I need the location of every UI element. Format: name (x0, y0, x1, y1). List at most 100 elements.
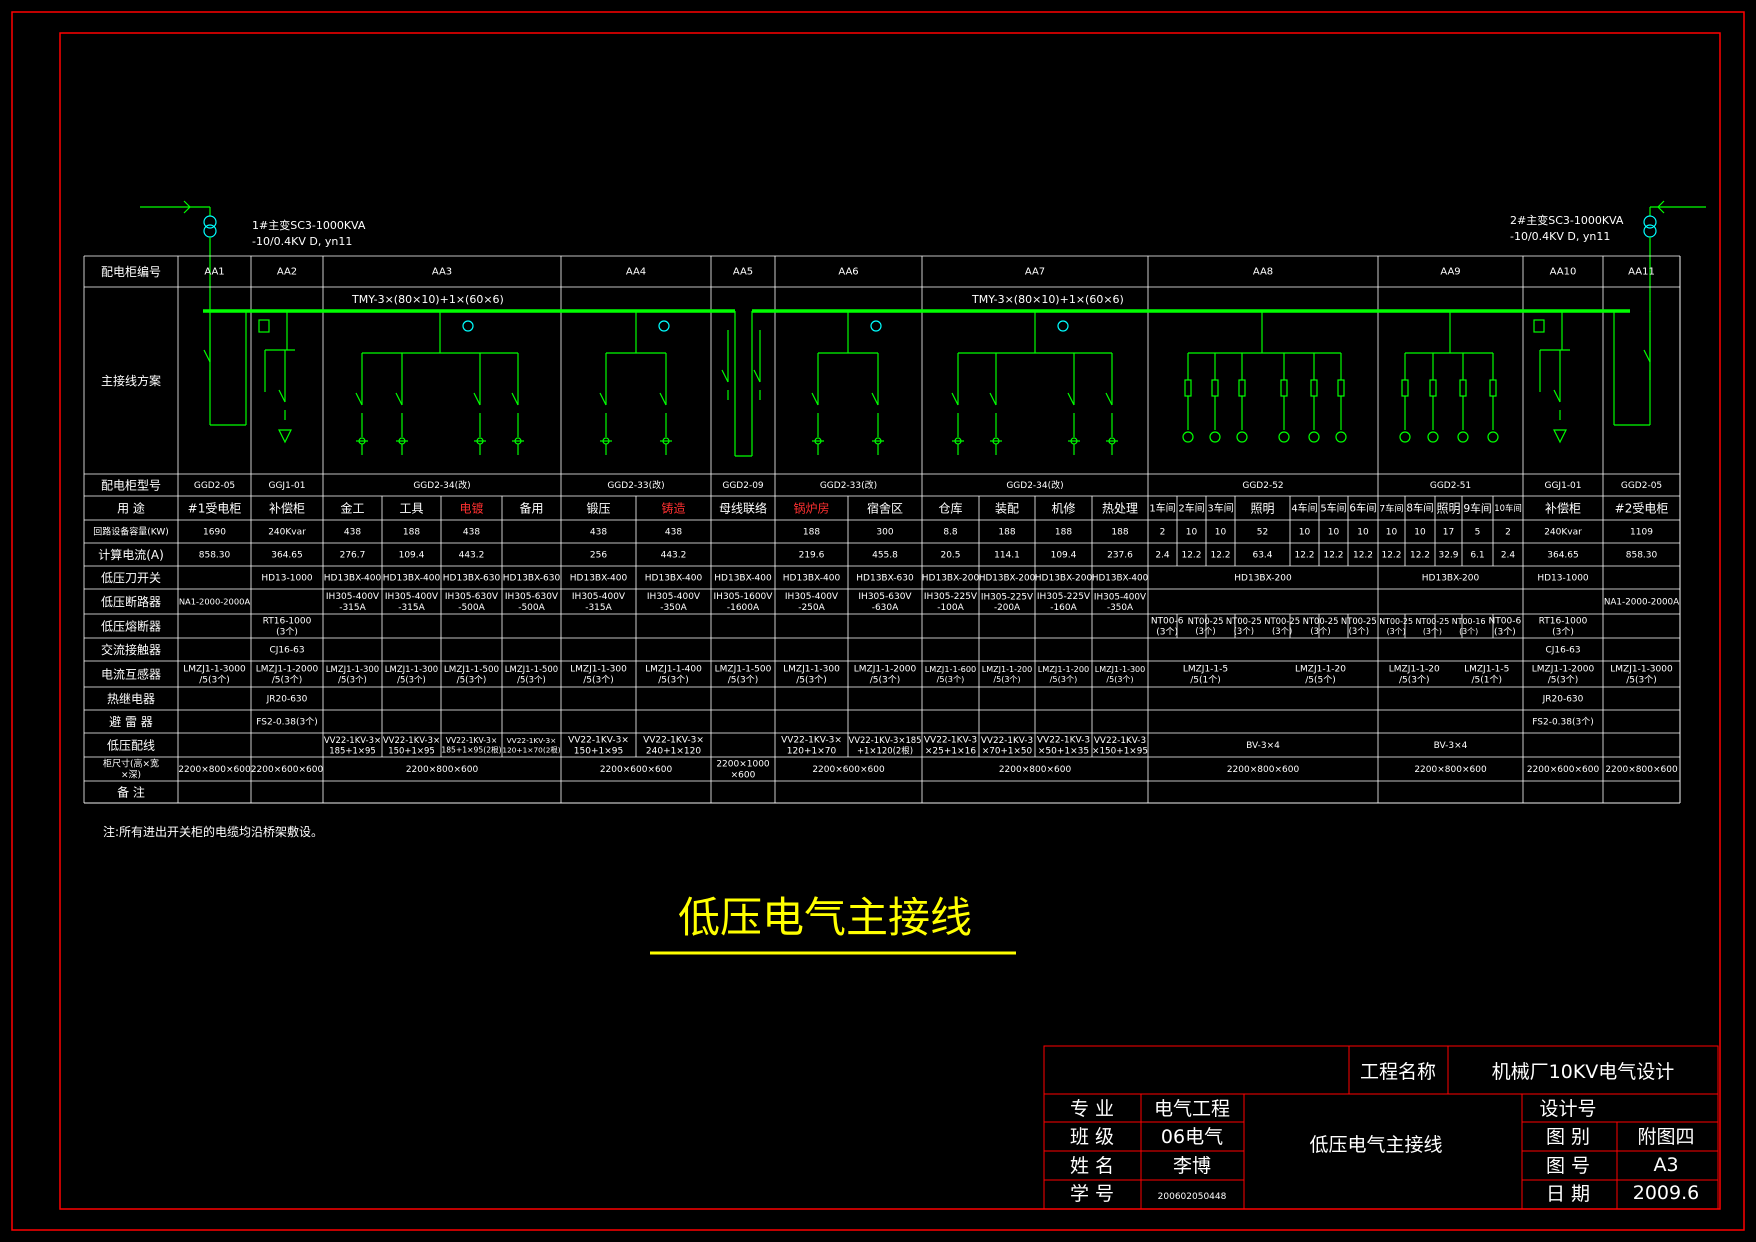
contactor-AA10: CJ16-63 (1545, 646, 1580, 656)
row-label-thermal_relay: 热继电器 (107, 692, 155, 706)
fuse-AA9-1: NT00-25 (1416, 617, 1450, 626)
wiring-AA7-0: VV22-1KV-3 (924, 736, 977, 746)
ct-AA8-0: /5(1个) (1190, 675, 1221, 686)
design-no-label: 设计号 (1539, 1098, 1596, 1120)
wiring-AA9: BV-3×4 (1434, 741, 1468, 751)
wiring-AA3-3: VV22-1KV-3× (507, 736, 557, 745)
wiring-AA7-2: VV22-1KV-3 (1037, 736, 1090, 746)
capacity-AA6-0: 188 (803, 528, 820, 538)
knife_switch-AA3-1: HD13BX-400 (383, 574, 441, 584)
fuse-AA9-2: NT00-16 (1452, 617, 1486, 626)
fuse-AA9-1: (3个) (1423, 627, 1442, 636)
name-value: 李博 (1173, 1155, 1211, 1177)
use-AA3-2: 电镀 (459, 501, 483, 515)
wiring-AA6-0: 120+1×70 (787, 747, 837, 757)
current-AA7-3: 237.6 (1107, 551, 1133, 561)
transformer-right-line2: -10/0.4KV D, yn11 (1510, 230, 1610, 243)
use-AA1: #1受电柜 (188, 501, 242, 515)
knife_switch-AA3-0: HD13BX-400 (324, 574, 382, 584)
current-AA9-2: 32.9 (1438, 551, 1458, 561)
ct-AA1: LMZJ1-1-3000 (183, 665, 246, 675)
cabinet-id-AA11: AA11 (1628, 267, 1655, 278)
use-AA9-2: 照明 (1436, 501, 1460, 515)
cabinet-id-AA6: AA6 (838, 267, 858, 278)
wiring-AA6-1: VV22-1KV-3×185 (848, 735, 921, 745)
fuse-AA2: RT16-1000 (263, 617, 312, 627)
wiring-AA4-1: VV22-1KV-3× (643, 736, 704, 746)
use-AA3-0: 金工 (340, 500, 364, 515)
ct-AA3-0: /5(3个) (338, 674, 367, 684)
current-AA6-0: 219.6 (799, 551, 825, 561)
ct-AA7-3: /5(3个) (1106, 675, 1133, 684)
current-AA11: 858.30 (1626, 551, 1658, 561)
size-AA3: 2200×800×600 (406, 765, 479, 775)
use-AA9-3: 9车间 (1463, 502, 1491, 515)
cabinet-model-AA11: GGD2-05 (1621, 481, 1662, 491)
current-AA2: 364.65 (271, 551, 303, 561)
fuse-AA9-0: NT00-25 (1379, 617, 1413, 626)
transformer-right-symbol (1643, 200, 1706, 312)
use-AA2: 补偿柜 (269, 500, 305, 515)
ct-AA8-0: LMZJ1-1-5 (1183, 665, 1228, 675)
cabinet-model-AA8: GGD2-52 (1242, 481, 1283, 491)
use-AA9-1: 8车间 (1406, 502, 1433, 515)
id-value: 200602050448 (1158, 1192, 1227, 1202)
cabinet-model-AA6: GGD2-33(改) (820, 479, 877, 491)
ct-AA7-1: /5(3个) (993, 675, 1020, 684)
fuse-AA10: RT16-1000 (1539, 617, 1588, 627)
row-label-remark: 备 注 (117, 784, 145, 799)
row-label-contactor: 交流接触器 (101, 642, 161, 657)
current-AA9-4: 2.4 (1501, 551, 1516, 561)
fuse-AA8-4: NT00-25 (1303, 616, 1339, 626)
ct-AA7-0: /5(3个) (937, 674, 965, 684)
capacity-AA1: 1690 (203, 528, 226, 538)
breaker-AA3-1: -315A (398, 603, 425, 613)
capacity-AA8-6: 10 (1357, 528, 1369, 538)
fuse-AA8-2: NT00-25 (1226, 616, 1262, 626)
wiring-AA3-1: VV22-1KV-3× (383, 735, 440, 745)
project-value: 机械厂10KV电气设计 (1492, 1061, 1675, 1083)
ct-AA3-2: LMZJ1-1-500 (444, 665, 499, 675)
ct-AA3-1: LMZJ1-1-300 (385, 664, 438, 674)
size-AA10: 2200×600×600 (1527, 765, 1600, 775)
knife_switch-AA3-2: HD13BX-630 (443, 574, 501, 584)
ct-AA7-1: LMZJ1-1-200 (982, 665, 1033, 674)
size-AA6: 2200×600×600 (812, 765, 885, 775)
fuse-AA2: (3个) (276, 627, 298, 638)
row-label-knife_switch: 低压刀开关 (101, 571, 161, 585)
fuse-AA8-5: (3个) (1349, 626, 1369, 636)
use-AA3-1: 工具 (399, 501, 423, 515)
breaker-AA6-0: -250A (798, 603, 825, 613)
cabinet-model-AA7: GGD2-34(改) (1006, 479, 1063, 491)
knife_switch-AA8: HD13BX-200 (1234, 574, 1292, 584)
ct-AA9-1: LMZJ1-1-5 (1464, 665, 1509, 675)
capacity-AA3-0: 438 (344, 528, 361, 538)
class-label: 班 级 (1070, 1126, 1114, 1148)
transformer-left-symbol (140, 200, 217, 312)
knife_switch-AA7-1: HD13BX-200 (979, 574, 1036, 584)
breaker-AA5: -1600A (727, 603, 760, 613)
arrester-AA10: FS2-0.38(3个) (1532, 717, 1594, 728)
fuse-AA10: (3个) (1552, 627, 1574, 638)
project-label: 工程名称 (1360, 1061, 1436, 1083)
category-label: 图 别 (1546, 1126, 1590, 1148)
cabinet-model-AA10: GGJ1-01 (1544, 481, 1581, 491)
cabinet-model-AA9: GGD2-51 (1430, 481, 1471, 491)
breaker-AA1: NA1-2000-2000A (179, 597, 251, 607)
breaker-AA4-0: -315A (585, 603, 612, 613)
ct-AA2: LMZJ1-1-2000 (256, 665, 319, 675)
size-AA4: 2200×600×600 (600, 765, 673, 775)
center-title: 低压电气主接线 (1309, 1134, 1442, 1156)
use-AA5: 母线联络 (719, 500, 767, 515)
inner-frame (59, 32, 1721, 1210)
capacity-AA4-0: 438 (590, 528, 607, 538)
footnote: 注:所有进出开关柜的电缆均沿桥架敷设。 (103, 824, 323, 839)
knife_switch-AA10: HD13-1000 (1537, 574, 1589, 584)
breaker-AA3-3: -500A (518, 603, 545, 613)
sheet-value: A3 (1653, 1154, 1678, 1176)
capacity-AA7-1: 188 (998, 528, 1015, 538)
cabinet-table-grid (83, 255, 1681, 804)
current-AA8-5: 12.2 (1323, 551, 1343, 561)
use-AA3-3: 备用 (519, 501, 543, 515)
